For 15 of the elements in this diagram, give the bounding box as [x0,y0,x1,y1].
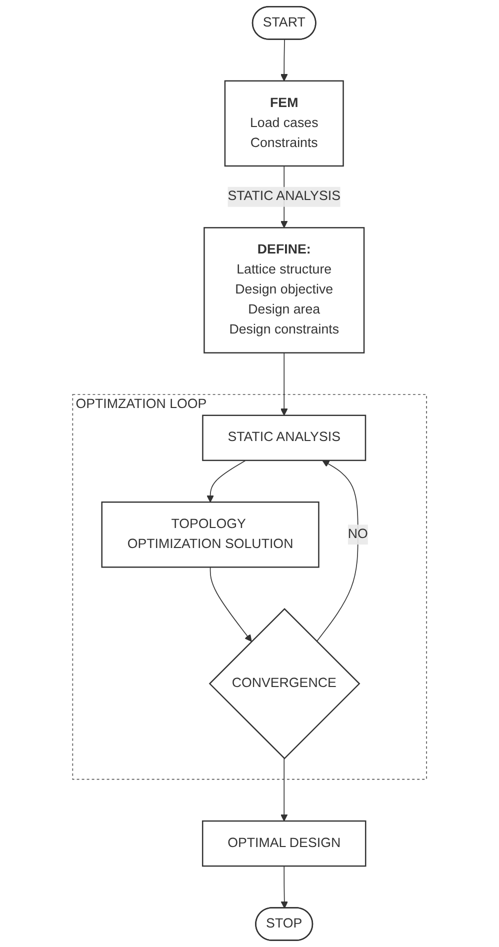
node-box: TOPOLOGY OPTIMIZATION SOLUTION [101,502,320,568]
arrow [316,460,358,642]
arrow [280,39,288,82]
edge-label: NO [348,527,368,542]
arrow [280,352,288,416]
arrow [280,758,288,822]
arrow [210,566,252,642]
node-box: FEM Load cases Constraints [224,80,344,167]
arrow [206,460,246,502]
node-box: DEFINE: Lattice structure Design objective Design area Design constraints [203,227,365,354]
node-diamond: CONVERGENCE [208,608,360,760]
edge-label: STATIC ANALYSIS [228,189,340,204]
arrow [280,866,288,909]
node-box: STATIC ANALYSIS [202,414,366,462]
node-box: OPTIMAL DESIGN [202,820,366,867]
